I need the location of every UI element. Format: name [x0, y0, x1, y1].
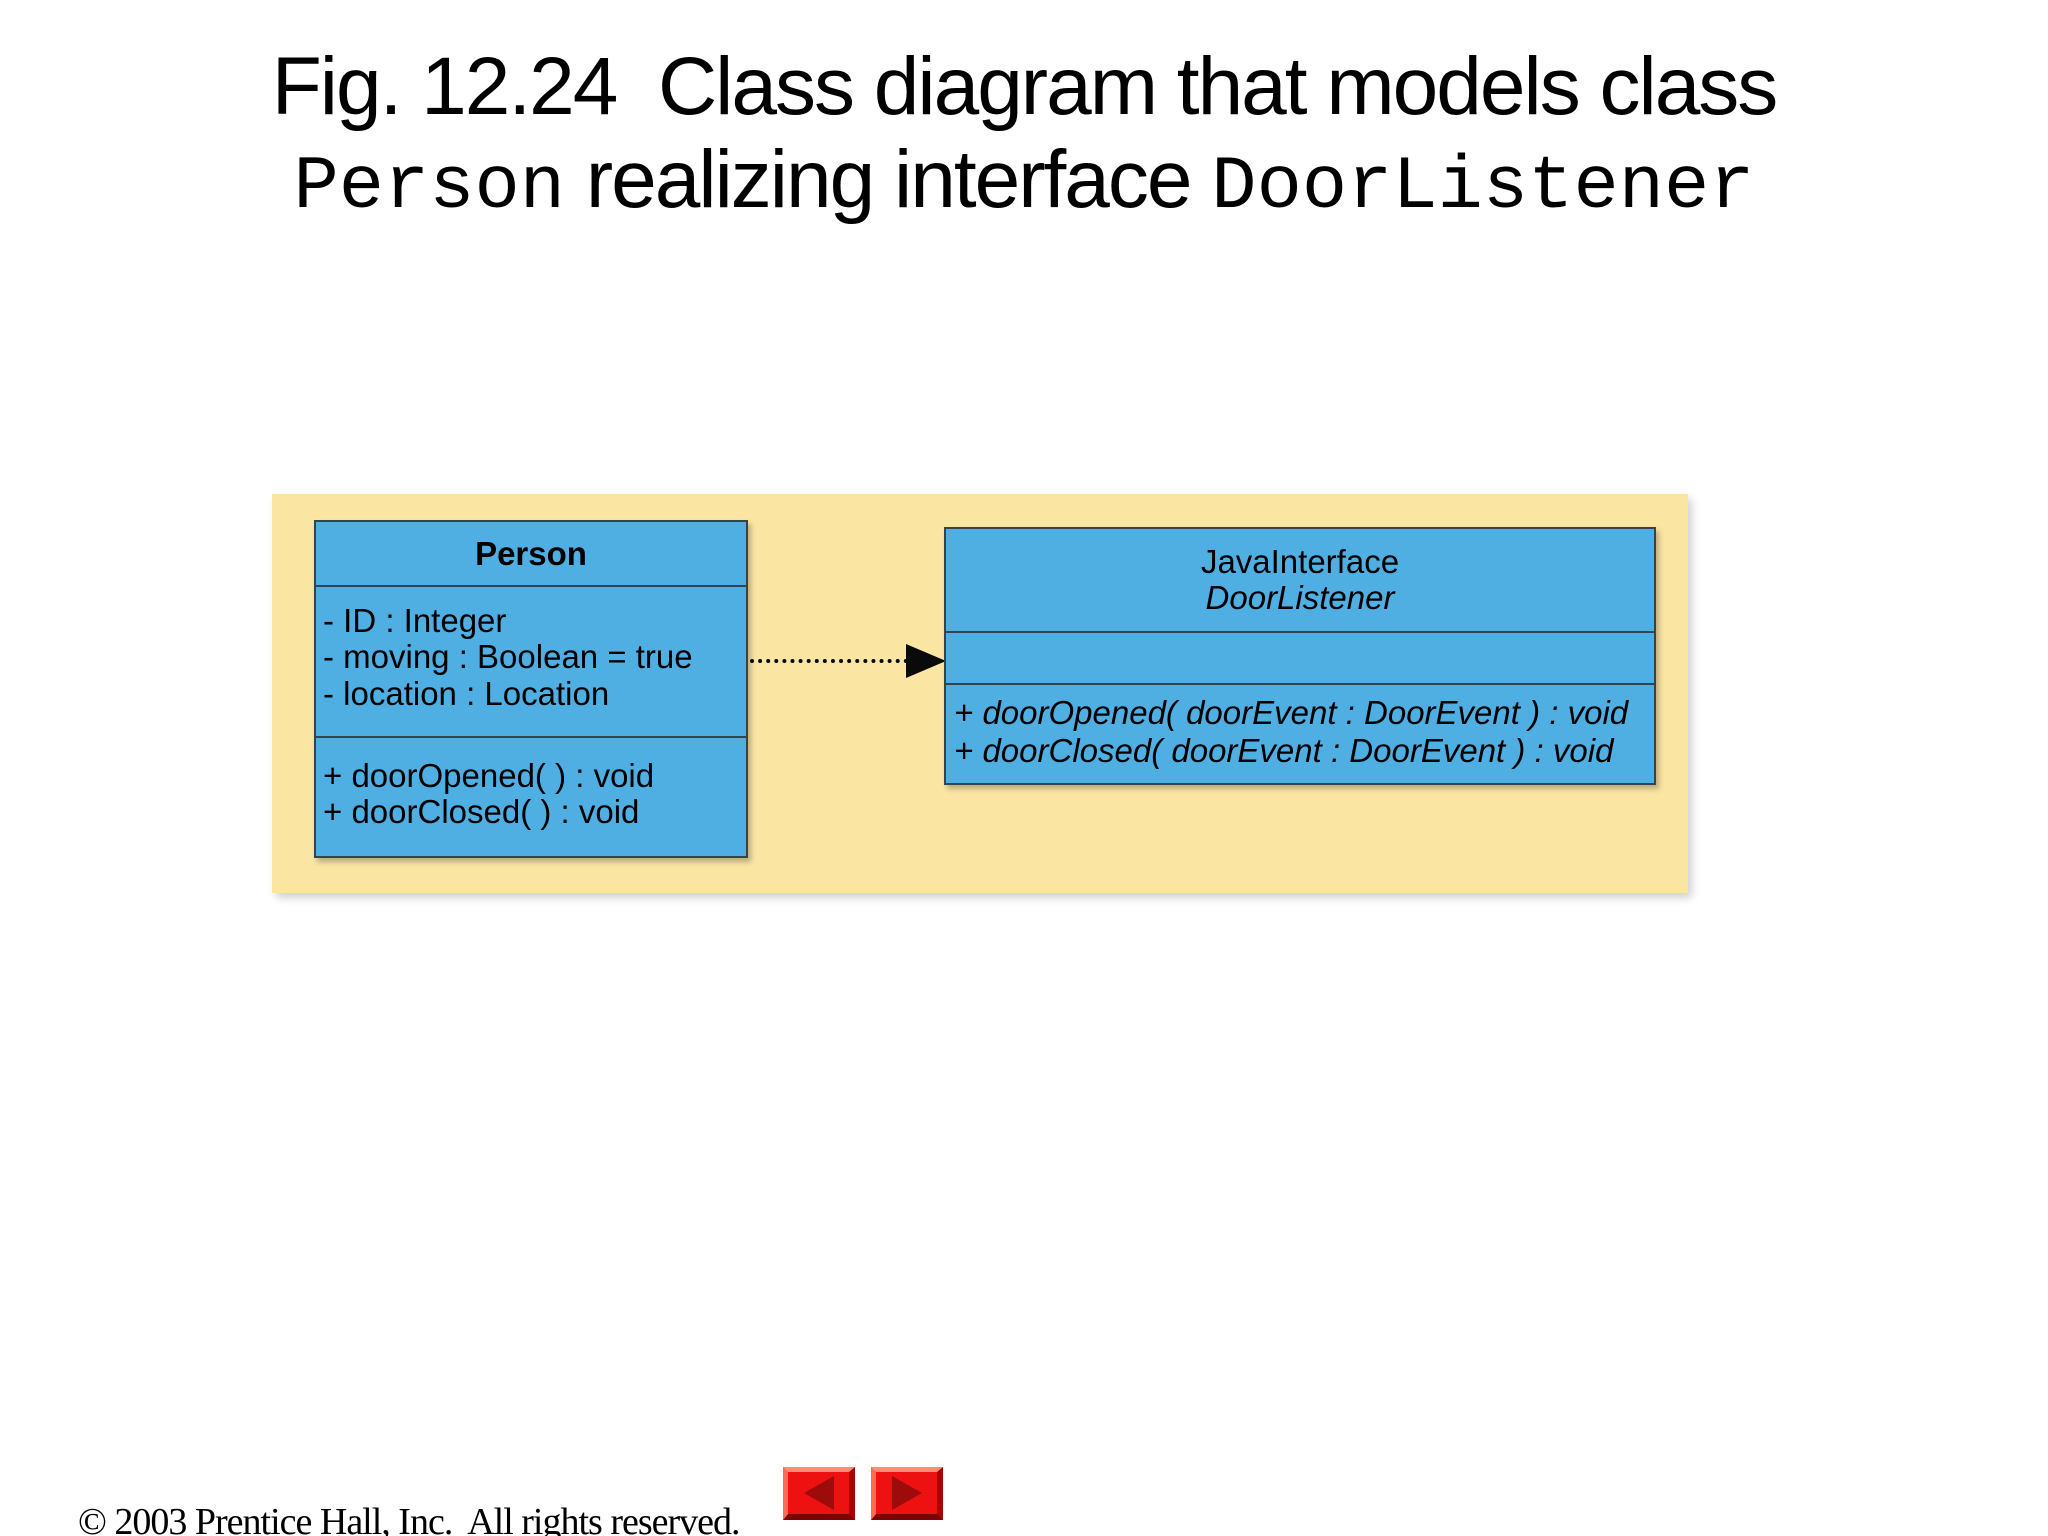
realization-arrowhead-icon [906, 644, 946, 678]
back-button[interactable] [783, 1467, 855, 1520]
realization-dashed-line [750, 659, 908, 663]
back-arrow-icon [803, 1476, 834, 1510]
interface-stereotype: JavaInterface [1200, 543, 1400, 581]
interface-name-compartment: JavaInterface DoorListener [946, 529, 1654, 633]
interface-method: + doorOpened( doorEvent : DoorEvent ) : … [954, 694, 1629, 731]
interface-method: + doorClosed( doorEvent : DoorEvent ) : … [954, 731, 1614, 769]
person-attributes-compartment: - ID : Integer - moving : Boolean = true… [316, 587, 746, 738]
copyright-text: © 2003 Prentice Hall, Inc. All rights re… [78, 1501, 741, 1536]
interface-attributes-compartment-empty [946, 633, 1654, 685]
person-attribute: - location : Location [323, 674, 610, 712]
title-code-person: Person [293, 144, 566, 231]
person-method: + doorOpened( ) : void [323, 757, 655, 794]
person-method: + doorClosed( ) : void [323, 793, 640, 831]
title-middle-text: realizing interface [565, 134, 1212, 226]
person-attribute: - ID : Integer [323, 602, 507, 639]
forward-arrow-icon [891, 1476, 922, 1510]
person-class-name: Person [316, 522, 746, 587]
interface-class-box: JavaInterface DoorListener + doorOpened(… [944, 527, 1656, 785]
interface-methods-compartment: + doorOpened( doorEvent : DoorEvent ) : … [946, 685, 1654, 770]
title-line-2: Person realizing interface DoorListener [0, 133, 2048, 230]
forward-button[interactable] [871, 1467, 943, 1520]
title-line-1: Fig. 12.24 Class diagram that models cla… [271, 41, 1779, 132]
person-methods-compartment: + doorOpened( ) : void + doorClosed( ) :… [316, 738, 746, 831]
person-attribute: - moving : Boolean = true [323, 638, 693, 676]
slide-navigation [783, 1467, 943, 1520]
title-code-doorlistener: DoorListener [1211, 144, 1755, 231]
interface-name: DoorListener [1205, 579, 1395, 616]
person-class-box: Person - ID : Integer - moving : Boolean… [314, 520, 748, 858]
diagram-panel: Person - ID : Integer - moving : Boolean… [272, 494, 1688, 893]
slide-title: Fig. 12.24 Class diagram that models cla… [0, 40, 2048, 230]
